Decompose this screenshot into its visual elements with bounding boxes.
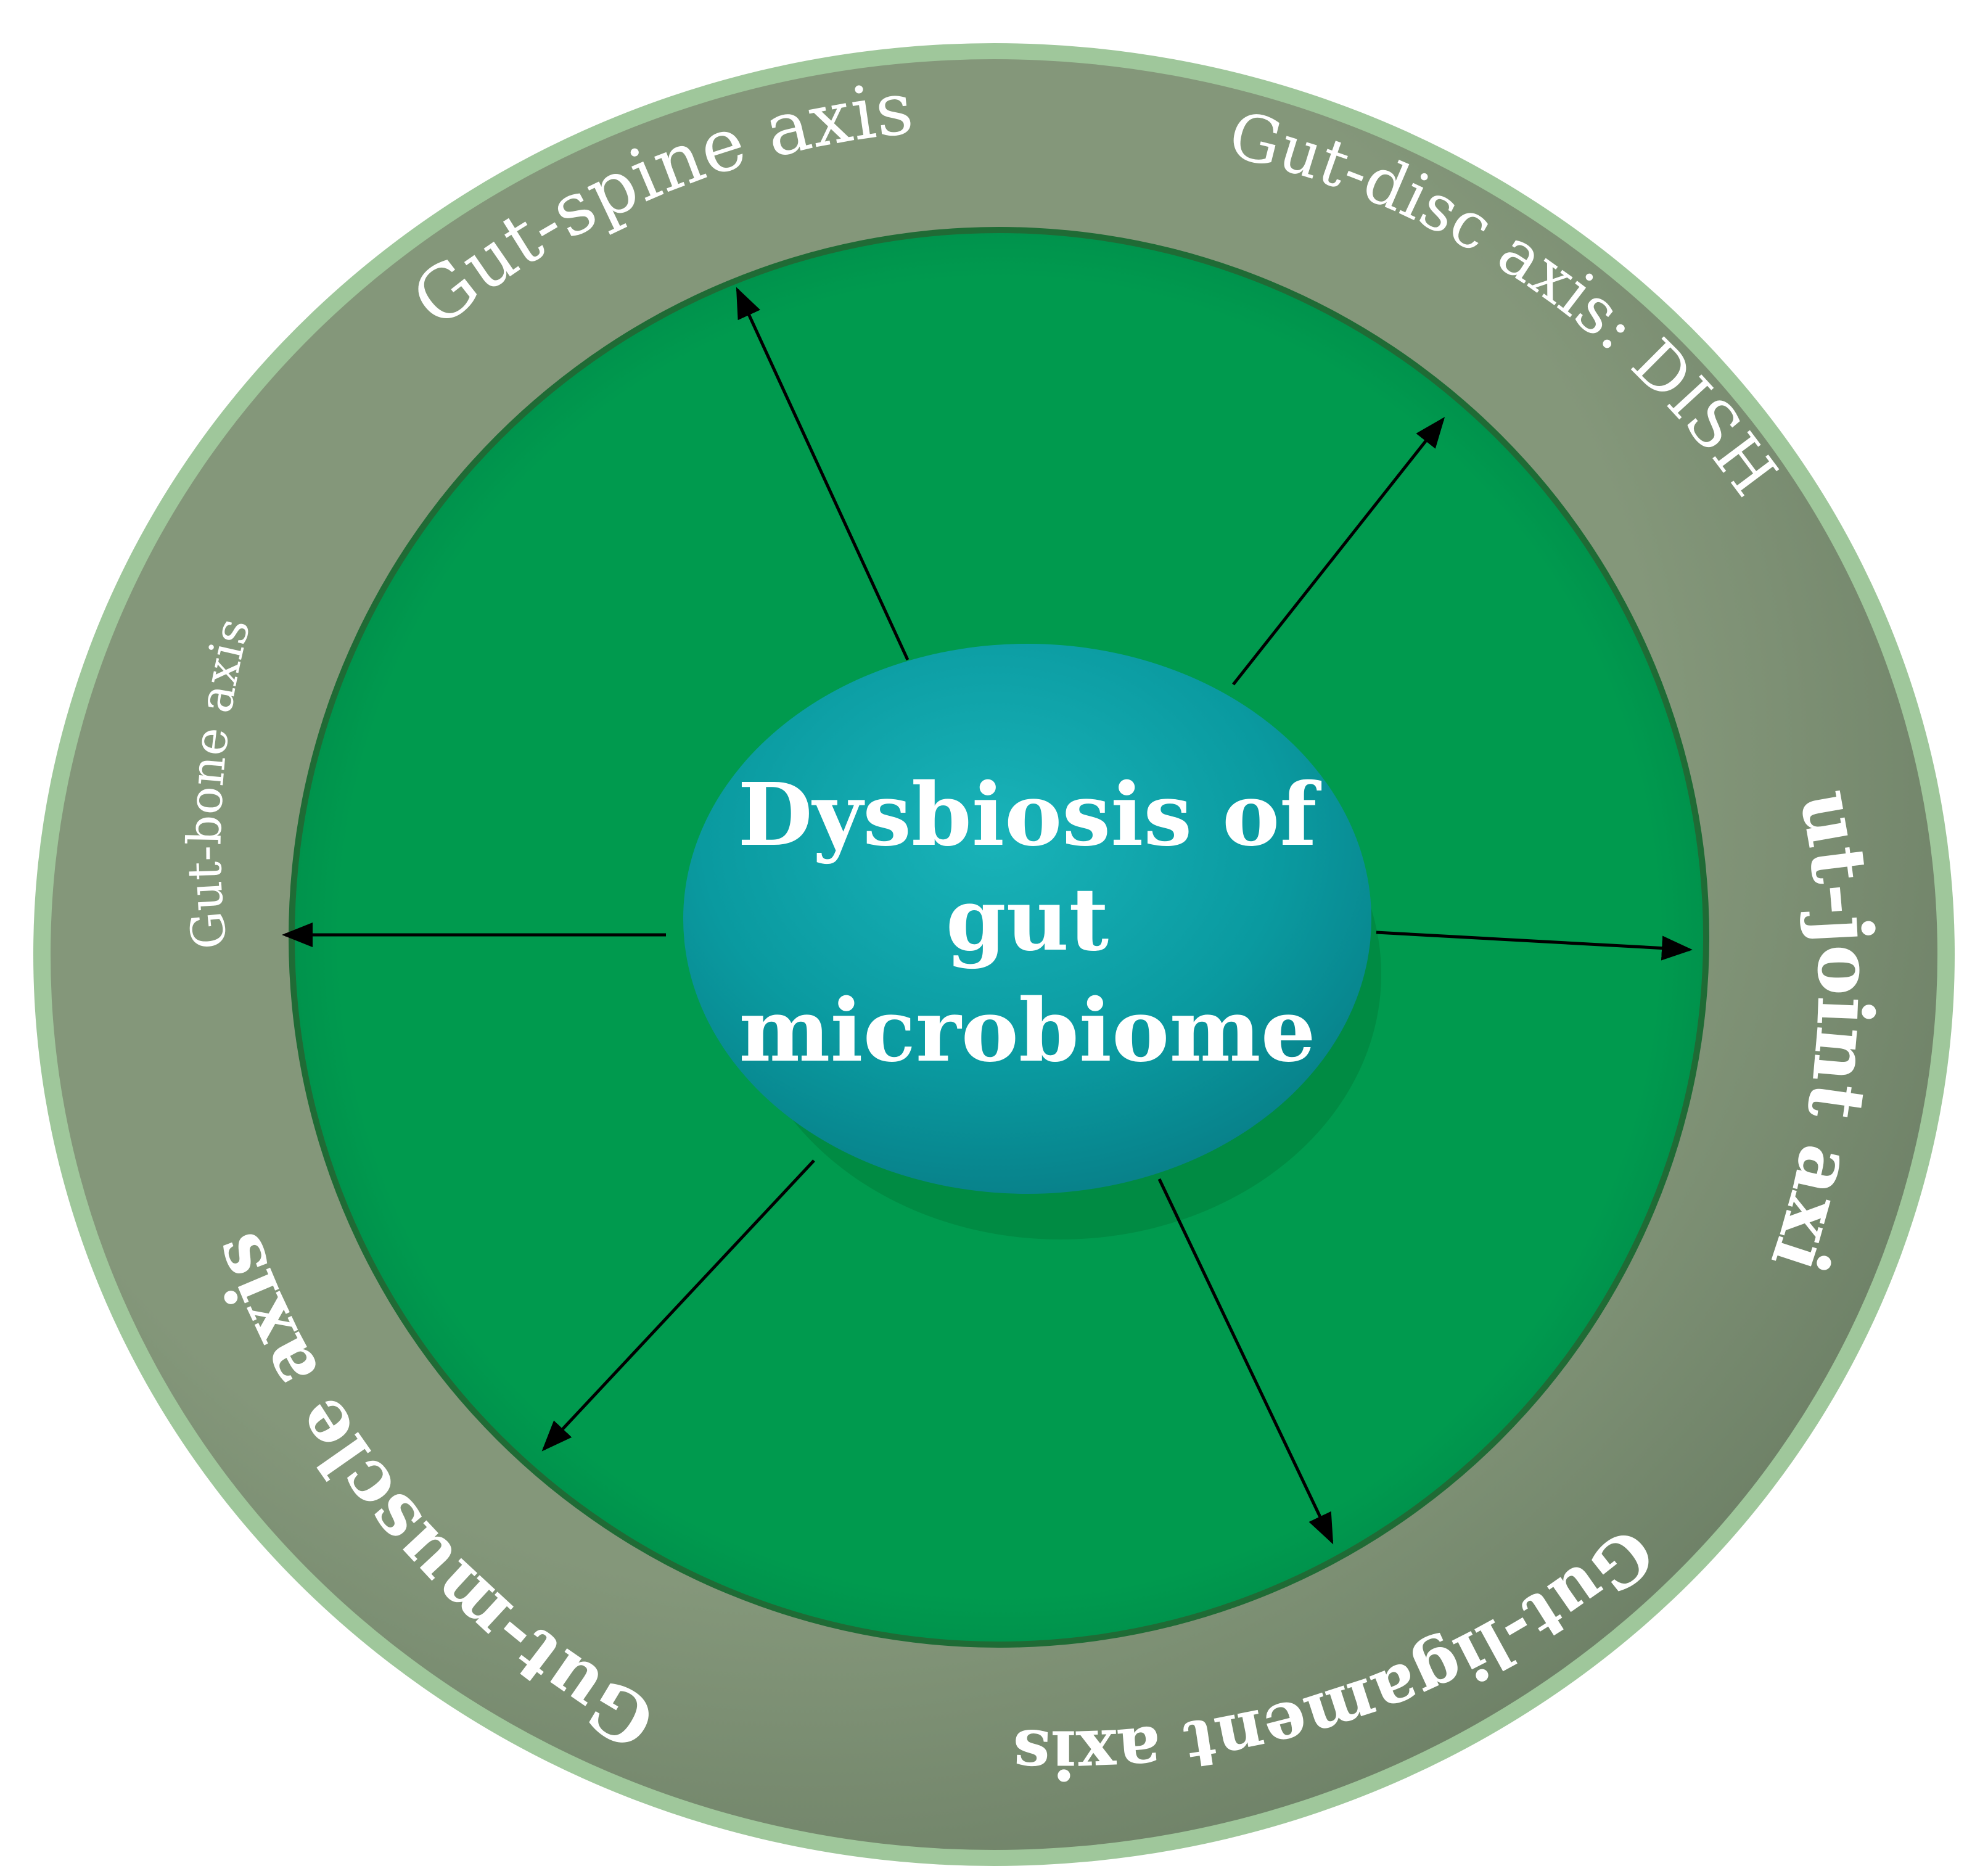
arrow-spine (736, 287, 910, 661)
center-line-1: Dysbiosis of (737, 765, 1321, 866)
arrow-ligament (1157, 1178, 1334, 1545)
arrow-muscle (541, 1159, 815, 1452)
arrow-disc (1232, 417, 1445, 686)
center-line-2: gut (946, 869, 1109, 971)
center-line-3: microbiome (739, 980, 1315, 1082)
arrows (282, 287, 1693, 1545)
arrow-joint (1376, 931, 1693, 961)
center-ellipse (683, 644, 1371, 1194)
